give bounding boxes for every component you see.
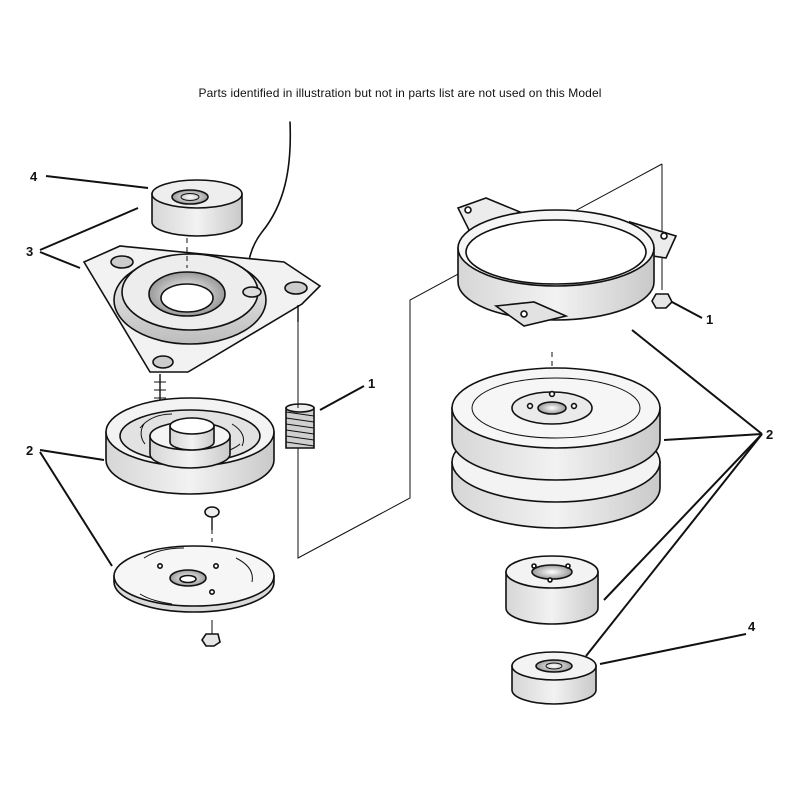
left-nut bbox=[201, 620, 221, 647]
callout-right-bearing: 4 bbox=[748, 619, 756, 634]
callout-left-bearing: 4 bbox=[30, 169, 38, 184]
field-coil-housing bbox=[82, 245, 322, 400]
right-nut bbox=[651, 293, 673, 309]
callout-left-clutch: 2 bbox=[26, 443, 33, 458]
callout-left-housing: 3 bbox=[26, 244, 33, 259]
brake-band bbox=[456, 197, 678, 327]
pulley-hub bbox=[505, 555, 599, 625]
callout-left-spring: 1 bbox=[368, 376, 375, 391]
pulley bbox=[451, 367, 661, 529]
right-bearing bbox=[511, 651, 597, 705]
callout-right-pulley: 2 bbox=[766, 427, 773, 442]
leader-lines bbox=[39, 175, 763, 665]
diagram-note: Parts identified in illustration but not… bbox=[198, 86, 602, 100]
spring bbox=[285, 403, 315, 449]
brake-plate bbox=[113, 545, 275, 613]
callout-right-nut: 1 bbox=[706, 312, 713, 327]
left-bearing bbox=[151, 179, 243, 237]
small-bolt bbox=[204, 506, 220, 530]
armature-plate bbox=[105, 397, 275, 495]
